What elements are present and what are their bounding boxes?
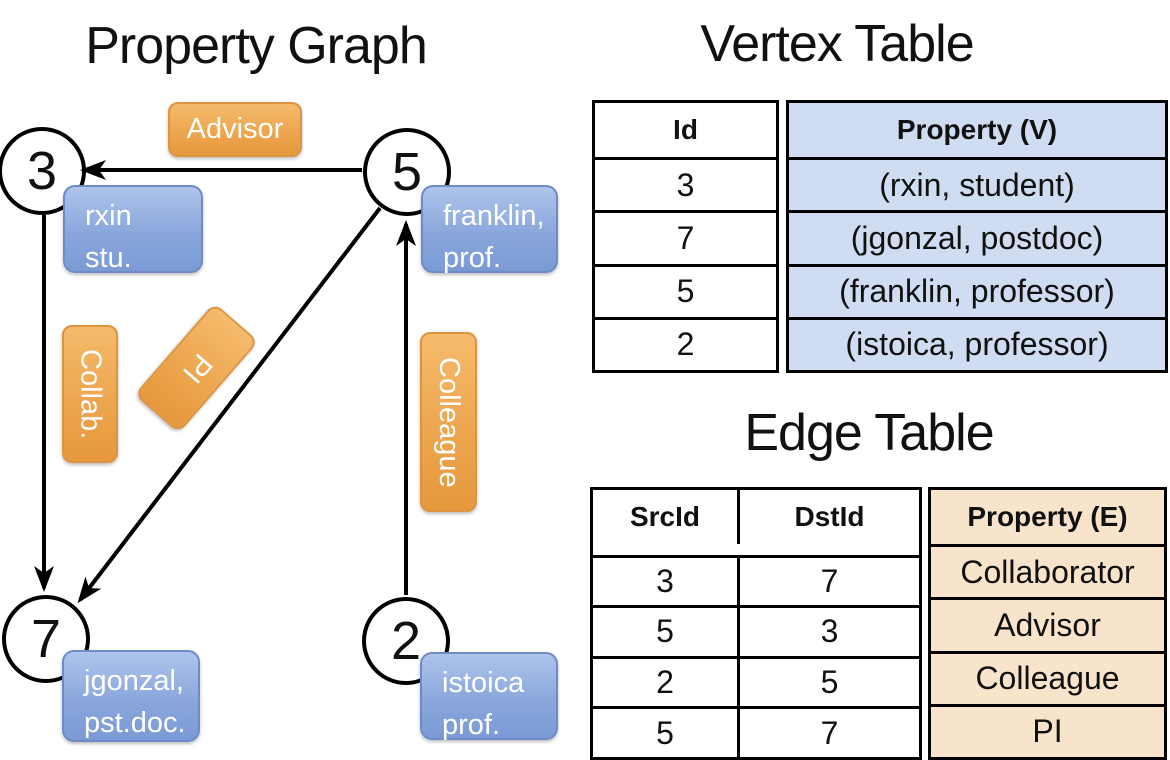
- table-cell: PI: [931, 703, 1164, 757]
- table-cell: 3: [595, 157, 776, 210]
- node-id-label: 7: [30, 609, 62, 669]
- vertex-table-header-id: Id: [673, 114, 698, 145]
- table-cell: 5: [593, 605, 740, 656]
- vertex-label-jgonzal: jgonzal, pst.doc.: [62, 650, 200, 742]
- edge-label-collab: Collab.: [62, 325, 118, 463]
- table-cell: (rxin, student): [789, 157, 1165, 210]
- vertex-label-istoica: istoica prof.: [420, 652, 558, 741]
- node-id-label: 2: [390, 611, 422, 671]
- table-cell: 7: [740, 554, 919, 606]
- vertex-label-line: istoica: [442, 667, 525, 699]
- graph-node-3: 3: [0, 127, 86, 215]
- table-cell: 5: [740, 655, 919, 707]
- edge-table-header-srcid: SrcId: [593, 490, 740, 544]
- vertex-label-line: prof.: [443, 242, 502, 275]
- edge-table-id-columns: SrcId DstId 3 7 5 3 2 5 5 7: [590, 487, 922, 760]
- property-graph-title: Property Graph: [85, 17, 428, 75]
- edge-table-property-column: Property (E) Collaborator Advisor Collea…: [928, 487, 1167, 760]
- table-cell: Advisor: [931, 597, 1164, 650]
- vertex-label-rxin: rxin stu.: [63, 185, 203, 274]
- edge-label-colleague: Colleague: [420, 332, 477, 512]
- vertex-label-line: rxin: [85, 200, 132, 232]
- table-cell: 2: [595, 316, 776, 370]
- vertex-table-header-property: Property (V): [896, 114, 1058, 145]
- table-cell: 5: [595, 263, 776, 317]
- table-cell: Collaborator: [931, 544, 1164, 597]
- table-cell: 2: [593, 655, 740, 707]
- edge-table-header-dstid: DstId: [794, 501, 865, 532]
- table-cell: 7: [595, 210, 776, 263]
- vertex-label-line: prof.: [442, 709, 501, 742]
- node-id-label: 3: [26, 141, 58, 201]
- table-cell: 5: [593, 706, 740, 757]
- table-cell: Colleague: [931, 650, 1164, 704]
- table-cell: 7: [740, 706, 919, 757]
- table-cell: 3: [593, 554, 740, 606]
- edge-label-advisor: Advisor: [168, 102, 302, 157]
- vertex-label-line: stu.: [85, 242, 132, 275]
- table-cell: (istoica, professor): [789, 316, 1165, 370]
- vertex-label-line: jgonzal,: [84, 665, 184, 697]
- edge-table-title: Edge Table: [744, 404, 994, 462]
- vertex-table-id-column: Id 3 7 5 2: [592, 100, 779, 373]
- edge-table-header-property: Property (E): [967, 501, 1128, 532]
- table-cell: 3: [740, 605, 919, 656]
- vertex-table-title: Vertex Table: [700, 15, 974, 73]
- vertex-table-property-column: Property (V) (rxin, student) (jgonzal, p…: [786, 100, 1168, 373]
- table-cell: (jgonzal, postdoc): [789, 210, 1165, 263]
- vertex-label-franklin: franklin, prof.: [421, 185, 558, 274]
- edge-label-pi: PI: [134, 302, 259, 434]
- vertex-label-line: franklin,: [443, 200, 545, 232]
- node-id-label: 5: [391, 142, 423, 202]
- vertex-label-line: pst.doc.: [84, 707, 186, 740]
- table-cell: (franklin, professor): [789, 263, 1165, 317]
